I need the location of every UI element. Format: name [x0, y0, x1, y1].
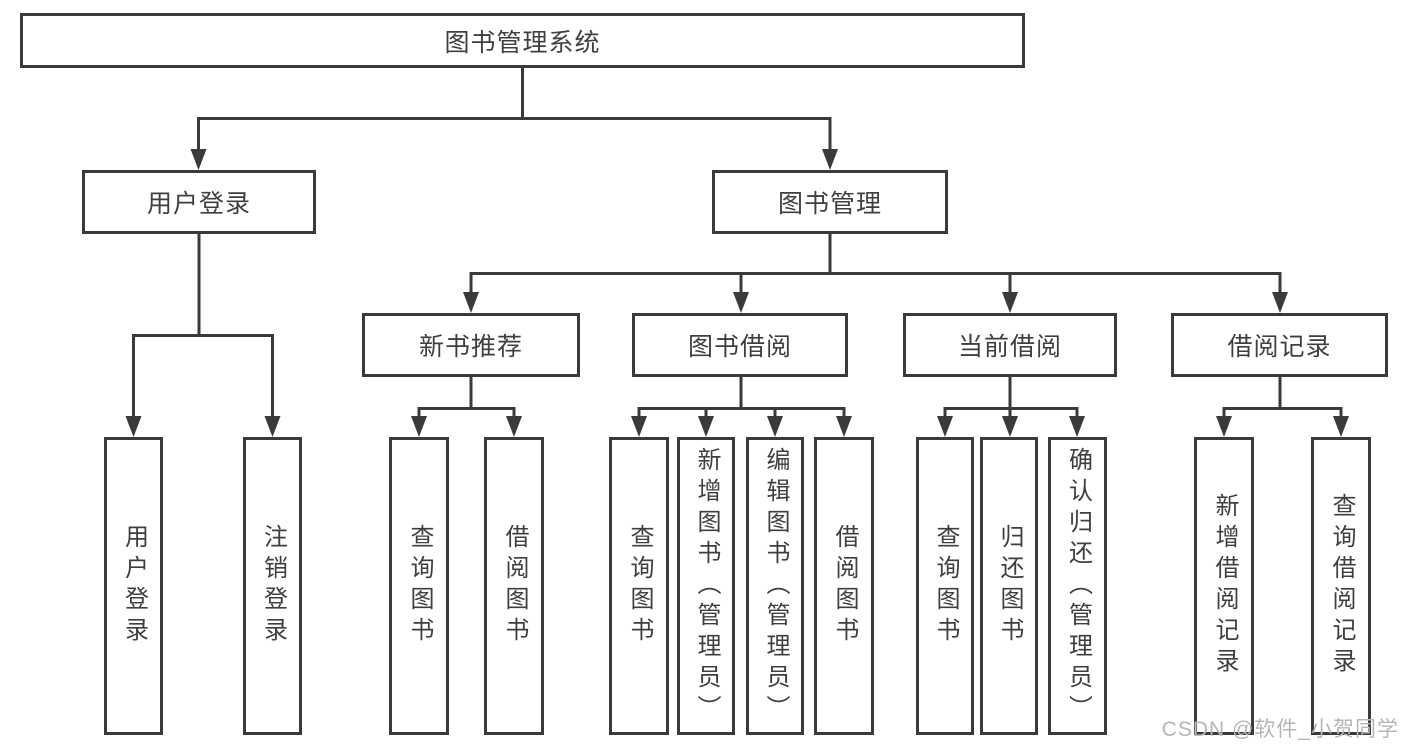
- node-bb-edit-books-admin: 编辑图书（管理员）: [746, 437, 804, 735]
- node-user-login-leaf: 用户登录: [104, 437, 163, 735]
- arrowhead-group: [125, 149, 1349, 437]
- node-cb-confirm-return-admin: 确认归还（管理员）: [1048, 437, 1107, 735]
- node-bb-query-books: 查询图书: [609, 437, 669, 735]
- node-new-book-recommend: 新书推荐: [362, 313, 580, 377]
- node-user-login: 用户登录: [82, 170, 316, 234]
- node-logout-leaf: 注销登录: [243, 437, 302, 735]
- node-current-borrowing: 当前借阅: [903, 313, 1117, 377]
- node-br-query-record: 查询借阅记录: [1311, 437, 1371, 735]
- node-cb-query-books: 查询图书: [916, 437, 974, 735]
- node-borrowing-records: 借阅记录: [1171, 313, 1388, 377]
- node-cb-return-books: 归还图书: [980, 437, 1038, 735]
- node-book-management: 图书管理: [712, 170, 948, 234]
- node-bb-add-books-admin: 新增图书（管理员）: [677, 437, 735, 735]
- node-nb-borrow-books: 借阅图书: [484, 437, 544, 735]
- node-library-system: 图书管理系统: [20, 13, 1025, 68]
- node-book-borrowing: 图书借阅: [632, 313, 848, 377]
- watermark: CSDN @软件_小贺同学: [1161, 718, 1399, 741]
- node-nb-query-books: 查询图书: [389, 437, 449, 735]
- node-bb-borrow-books: 借阅图书: [814, 437, 874, 735]
- node-br-add-record: 新增借阅记录: [1194, 437, 1254, 735]
